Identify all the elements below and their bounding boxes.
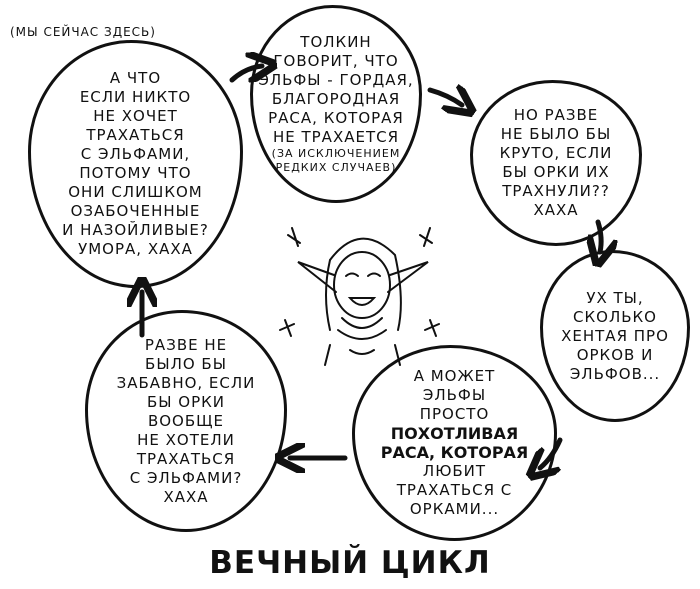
bubble-text-line: НЕ БЫЛО БЫ	[500, 125, 612, 143]
bubble-text-line: ЗАБАВНО, ЕСЛИ	[116, 373, 256, 392]
bubble-text-line: ХАХА	[163, 487, 209, 506]
bubble-text-line: ТРАХАТЬСЯ С	[396, 481, 513, 499]
bubble-text-line: СКОЛЬКО	[573, 307, 657, 326]
bubble-text-line: УХ ТЫ,	[586, 288, 644, 307]
bubble-text-line: РАСА, КОТОРАЯ	[268, 109, 404, 127]
bubble-text-line: А МОЖЕТ	[413, 367, 496, 385]
bubble-text-line: РАЗВЕ НЕ	[144, 335, 228, 354]
bubble-text-line: ХАХА	[533, 201, 579, 219]
bubble-text-line: С ЭЛЬФАМИ?	[129, 468, 243, 487]
arrow-1-to-2	[229, 66, 262, 80]
bubble-text-line: ЭЛЬФЫ - ГОРДАЯ,	[258, 71, 414, 89]
bubble-text-line: И НАЗОЙЛИВЫЕ?	[62, 221, 209, 239]
arrow-4-to-5	[540, 437, 563, 468]
bubble-text-line: (ЗА ИСКЛЮЧЕНИЕМ	[271, 147, 401, 160]
bubble-text-line: ТОЛКИН	[300, 33, 372, 51]
bubble-text-line: НЕ ХОЧЕТ	[93, 107, 178, 125]
bubble-text-line: ПРОСТО	[419, 405, 490, 423]
bubble-text-line: УМОРА, ХАХА	[78, 240, 193, 258]
bubble-text-line: НЕ ТРАХАЕТСЯ	[272, 128, 400, 146]
bubble-text-line: РАСА, КОТОРАЯ	[380, 443, 529, 462]
cycle-title: ВЕЧНЫЙ ЦИКЛ	[209, 545, 491, 581]
we-are-here-label: (МЫ СЕЙЧАС ЗДЕСЬ)	[10, 25, 156, 39]
arrow-3-to-4	[598, 219, 601, 252]
bubble-text-line: ТРАХАТЬСЯ	[86, 126, 185, 144]
bubble-text-line: ВООБЩЕ	[147, 411, 225, 430]
arrow-2-to-3	[427, 90, 462, 105]
bubble-text-line: БЫЛО БЫ	[145, 354, 227, 373]
bubble-text-line: НО РАЗВЕ	[513, 106, 599, 124]
bubble-text-line: БЫ ОРКИ	[146, 392, 225, 411]
bubble-text-line: ТРАХАТЬСЯ	[136, 449, 236, 468]
bubble-text-line: НЕ ХОТЕЛИ	[137, 430, 235, 449]
bubble-text-line: ЭЛЬФЫ	[422, 386, 487, 404]
bubble-text-line: ЕСЛИ НИКТО	[79, 88, 192, 106]
bubble-text-line: ОЗАБОЧЕННЫЕ	[70, 202, 201, 220]
bubble-text-line: ТРАХНУЛИ??	[502, 182, 610, 200]
bubble-text-line: ОНИ СЛИШКОМ	[68, 183, 203, 201]
bubble-text-line: ЛЮБИТ	[422, 462, 487, 480]
bubble-text-line: РЕДКИХ СЛУЧАЕВ)	[275, 161, 397, 174]
bubble-text-line: ОРКАМИ...	[409, 500, 500, 518]
bubble-text-line: ПОТОМУ ЧТО	[79, 164, 192, 182]
bubble-text-line: А ЧТО	[109, 69, 162, 87]
bubble-text-line: КРУТО, ЕСЛИ	[499, 144, 613, 162]
bubble-text-line: БЛАГОРОДНАЯ	[271, 90, 401, 108]
bubble-text-line: ГОВОРИТ, ЧТО	[273, 52, 399, 70]
bubble-text-line: ОРКОВ И	[576, 345, 654, 364]
bubble-text-line: ПОХОТЛИВАЯ	[390, 424, 519, 443]
elf-character-illustration	[279, 227, 440, 366]
bubble-text-line: БЫ ОРКИ ИХ	[502, 163, 610, 181]
bubble-text-line: ХЕНТАЯ ПРО	[561, 326, 669, 345]
bubble-text-line: С ЭЛЬФАМИ,	[80, 145, 191, 163]
bubble-text-line: ЭЛЬФОВ...	[569, 364, 661, 383]
